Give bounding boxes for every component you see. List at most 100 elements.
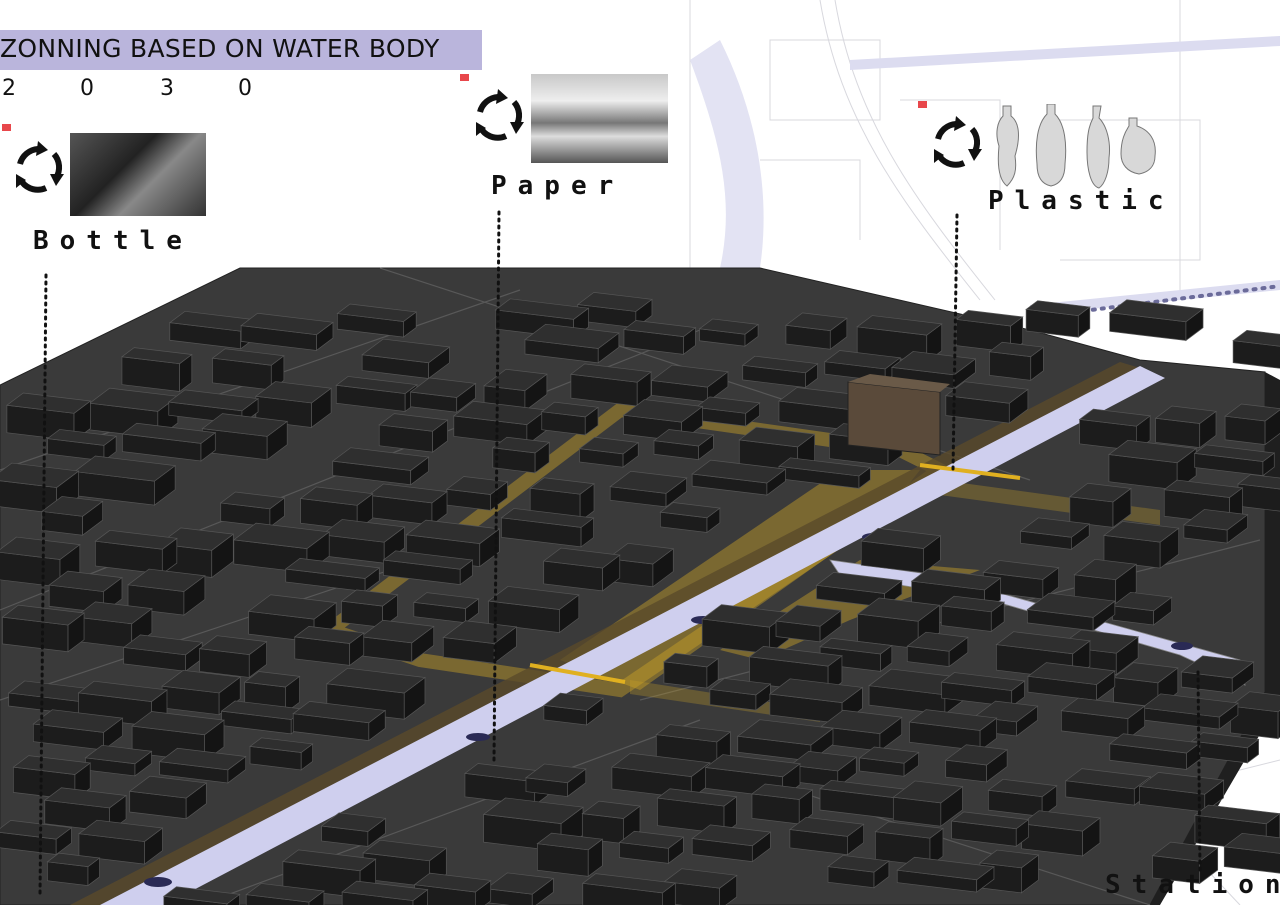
paper-label: Paper	[491, 171, 625, 201]
building	[1025, 300, 1091, 338]
plastic-label: Plastic	[988, 186, 1175, 216]
building	[284, 558, 381, 593]
building	[860, 527, 942, 574]
building	[701, 604, 790, 655]
building	[820, 709, 903, 752]
embankment	[70, 362, 1140, 905]
bottle-label: Bottle	[33, 226, 193, 256]
building	[988, 341, 1045, 382]
building	[161, 669, 242, 716]
building	[500, 508, 595, 548]
building	[320, 519, 406, 564]
building	[413, 872, 492, 905]
recycle-icon	[476, 89, 524, 141]
building	[819, 637, 893, 673]
building	[336, 303, 418, 338]
building	[359, 619, 435, 663]
map-river	[690, 40, 764, 268]
building	[775, 604, 842, 643]
building	[1182, 509, 1249, 544]
building	[785, 312, 848, 350]
building	[788, 816, 865, 856]
building	[487, 586, 580, 634]
building	[691, 459, 787, 496]
building	[663, 652, 720, 689]
bottle-leader-line	[38, 273, 48, 897]
building	[906, 631, 969, 668]
building	[78, 819, 164, 865]
building	[0, 536, 81, 588]
bookmark-icon	[460, 74, 469, 81]
station-label: Station	[1105, 870, 1280, 900]
leader-lines	[38, 210, 1202, 897]
building	[1190, 732, 1260, 764]
building	[540, 401, 599, 436]
building	[245, 883, 325, 905]
building	[1068, 482, 1132, 529]
boat	[1171, 642, 1193, 650]
boat	[144, 877, 172, 887]
map-dotted-line	[1073, 284, 1280, 314]
building	[445, 476, 509, 511]
building	[525, 763, 587, 798]
boat	[466, 733, 490, 741]
building	[293, 625, 365, 667]
building	[1193, 444, 1276, 477]
building	[1223, 832, 1280, 874]
building	[1020, 810, 1101, 857]
building	[569, 363, 652, 407]
bookmark-icon	[2, 124, 11, 131]
building	[494, 298, 590, 340]
building	[1060, 697, 1146, 740]
buildings	[0, 292, 1280, 905]
paper-leader-line	[492, 210, 501, 762]
building	[378, 413, 449, 453]
building	[0, 819, 73, 856]
building	[122, 634, 204, 672]
building	[1237, 474, 1280, 512]
river	[100, 366, 1165, 905]
building	[46, 429, 118, 462]
building	[778, 457, 872, 490]
building	[219, 491, 286, 528]
building	[1026, 592, 1116, 632]
year-digit: 0	[238, 76, 252, 101]
building	[320, 812, 387, 848]
building	[542, 692, 604, 726]
building	[121, 347, 193, 393]
title-banner	[0, 30, 482, 70]
historic-building	[847, 374, 950, 456]
building	[1, 604, 85, 653]
building	[1027, 662, 1116, 702]
building	[1108, 299, 1204, 342]
plastic-leader-line	[951, 213, 959, 472]
building	[1229, 691, 1280, 740]
building	[768, 678, 864, 725]
building	[944, 381, 1029, 424]
recycle-icon	[934, 116, 982, 168]
page-title: ZONNING BASED ON WATER BODY	[0, 34, 440, 63]
bottle-photo	[70, 133, 206, 216]
building	[650, 364, 729, 403]
building	[896, 856, 995, 893]
building	[442, 620, 518, 664]
building	[694, 396, 761, 427]
building	[340, 589, 399, 629]
building	[659, 502, 721, 534]
building	[94, 529, 178, 575]
map-road-band	[850, 36, 1280, 70]
building	[41, 496, 104, 536]
building	[1111, 591, 1173, 626]
building	[950, 811, 1030, 847]
building	[751, 783, 814, 825]
building	[1154, 405, 1217, 449]
building	[691, 824, 772, 863]
bookmark-icon	[918, 101, 927, 108]
building	[254, 381, 333, 429]
building	[249, 737, 314, 771]
year-digit: 3	[160, 76, 174, 101]
building	[892, 780, 964, 827]
building	[409, 377, 477, 413]
building	[1019, 517, 1091, 551]
year-digit: 2	[2, 76, 16, 101]
